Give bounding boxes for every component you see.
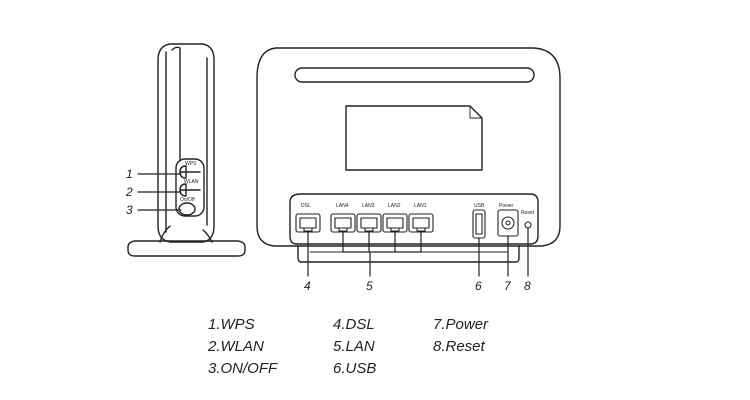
label-plate — [345, 105, 483, 171]
top-slot — [294, 67, 535, 83]
button-panel — [175, 158, 205, 217]
lan2-port-label: LAN2 — [388, 203, 401, 209]
legend-item: 2.WLAN — [208, 338, 264, 355]
rear-base — [297, 245, 520, 263]
callout-1: 1 — [126, 167, 133, 181]
usb-port — [472, 209, 486, 239]
port-panel — [289, 193, 539, 245]
side-button-labels: WPS WLAN On/Off — [180, 161, 199, 203]
usb-port-label: USB — [474, 203, 485, 209]
lan-port — [356, 213, 382, 233]
power-port-label: Power — [499, 203, 514, 209]
lan3-port-label: LAN3 — [362, 203, 375, 209]
stand-base — [127, 240, 246, 257]
legend-column-1: 1.WPS 2.WLAN 3.ON/OFF — [208, 314, 277, 380]
dsl-port-label: DSL — [301, 203, 311, 209]
side-edge-inner — [165, 46, 208, 233]
onoff-label: On/Off — [180, 197, 195, 203]
side-body — [157, 43, 215, 243]
wps-button — [179, 165, 201, 179]
reset-hole — [524, 221, 532, 229]
onoff-button — [178, 202, 196, 216]
legend-item: 6.USB — [333, 360, 377, 377]
side-callout-lines — [137, 173, 182, 211]
wlan-label: WLAN — [184, 179, 199, 185]
callout-8: 8 — [524, 279, 531, 293]
dsl-port — [295, 213, 321, 233]
legend-item: 1.WPS — [208, 316, 255, 333]
callout-6: 6 — [475, 279, 482, 293]
side-callout-numbers: 1 2 3 — [125, 167, 133, 217]
wps-label: WPS — [185, 161, 197, 167]
stand-neck — [159, 225, 213, 243]
lan-port — [330, 213, 356, 233]
wlan-button — [179, 183, 201, 197]
label-plate-fold — [469, 105, 483, 119]
rear-callout-numbers: 4 5 6 7 8 — [304, 279, 531, 293]
legend-item: 5.LAN — [333, 338, 375, 355]
callout-3: 3 — [126, 203, 133, 217]
side-view — [127, 43, 246, 257]
legend-item: 8.Reset — [433, 338, 485, 355]
lan-port — [382, 213, 408, 233]
legend-item: 4.DSL — [333, 316, 375, 333]
power-port — [497, 209, 519, 237]
callout-5: 5 — [366, 279, 373, 293]
legend-item: 7.Power — [433, 316, 489, 333]
callout-7: 7 — [504, 279, 512, 293]
rear-view — [256, 47, 561, 263]
lan4-port-label: LAN4 — [336, 203, 349, 209]
rear-body — [256, 47, 561, 247]
lan-port — [408, 213, 434, 233]
legend-item: 3.ON/OFF — [208, 360, 278, 377]
legend-column-3: 7.Power 8.Reset — [433, 314, 488, 358]
callout-4: 4 — [304, 279, 311, 293]
callout-2: 2 — [125, 185, 133, 199]
rear-callout-lines — [307, 227, 529, 277]
reset-port-label: Reset — [521, 210, 535, 216]
legend-column-2: 4.DSL 5.LAN 6.USB — [333, 314, 376, 380]
lan1-port-label: LAN1 — [414, 203, 427, 209]
rear-port-labels: DSL LAN4 LAN3 LAN2 LAN1 USB Power Reset — [301, 203, 535, 216]
